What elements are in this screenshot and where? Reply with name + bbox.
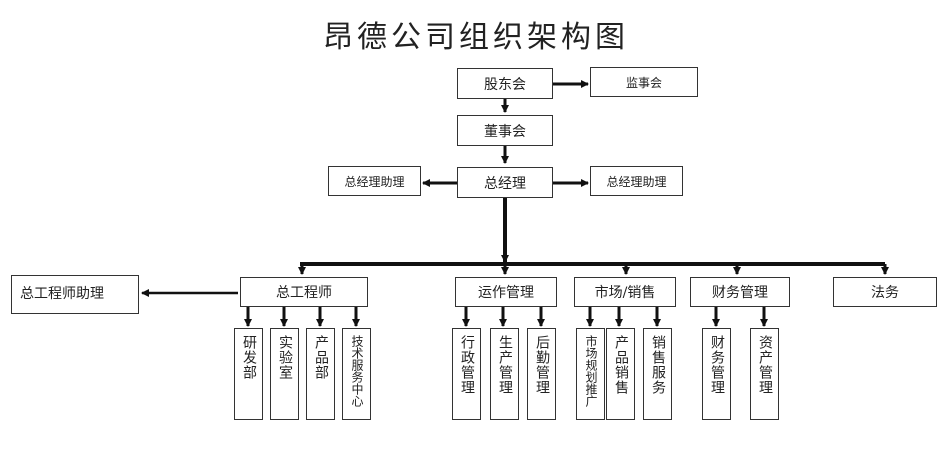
node-admin: 行政管理 <box>452 328 481 420</box>
node-gm-assistant-left: 总经理助理 <box>328 166 421 196</box>
node-operations: 运作管理 <box>455 277 557 307</box>
node-asset-mgmt: 资产管理 <box>750 328 779 420</box>
node-sales-service: 销售服务 <box>643 328 672 420</box>
node-logistics: 后勤管理 <box>527 328 556 420</box>
node-product-sales: 产品销售 <box>606 328 635 420</box>
node-tech-service: 技术服务中心 <box>342 328 371 420</box>
node-supervisors: 监事会 <box>590 67 698 97</box>
node-finance: 财务管理 <box>690 277 790 307</box>
node-chief-engineer: 总工程师 <box>240 277 368 307</box>
node-board: 董事会 <box>457 115 553 146</box>
node-general-manager: 总经理 <box>457 167 553 198</box>
node-production: 生产管理 <box>490 328 519 420</box>
node-market-planning: 市场规划推广 <box>576 328 605 420</box>
chart-title: 昂德公司组织架构图 <box>323 20 629 55</box>
node-product: 产品部 <box>306 328 335 420</box>
node-lab: 实验室 <box>270 328 299 420</box>
node-gm-assistant-right: 总经理助理 <box>590 166 683 196</box>
node-legal: 法务 <box>833 277 937 307</box>
node-shareholders: 股东会 <box>457 68 553 99</box>
node-market-sales: 市场/销售 <box>574 277 676 307</box>
node-financial-mgmt: 财务管理 <box>702 328 731 420</box>
node-rnd: 研发部 <box>234 328 263 420</box>
node-chief-engineer-assistant: 总工程师助理 <box>11 275 139 314</box>
